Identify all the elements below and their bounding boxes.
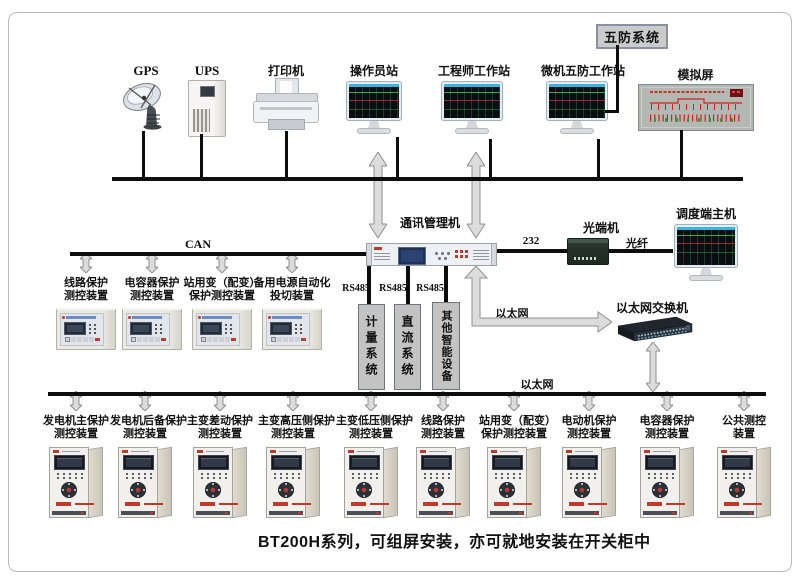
monitor-screen — [549, 84, 605, 118]
optical-device-label: 光端机 — [582, 221, 619, 235]
printer-unit: 打印机 — [250, 64, 322, 130]
ethernet-l-arrow — [462, 266, 612, 336]
wufang-workstation-label: 微机五防工作站 — [541, 64, 626, 78]
monitor-frame — [441, 81, 503, 121]
ethernet-switch-label: 以太网交换机 — [615, 301, 688, 315]
monitor-screen — [677, 227, 735, 265]
other-smart-devices-box: 其他智能设备 — [432, 302, 460, 390]
operator-drop-line — [396, 137, 399, 179]
device-red-buttons — [455, 250, 458, 253]
monitor-neck — [700, 268, 712, 275]
diagram-caption: BT200H系列，可组屏安装，亦可就地安装在开关柜中 — [258, 534, 651, 551]
engineer-station-label: 工程师工作站 — [438, 64, 511, 78]
rs485-line — [406, 266, 410, 305]
device-text-lines — [473, 250, 489, 251]
metering-system-box: 计量系统 — [358, 304, 385, 390]
switch-to-bus-arrow — [646, 342, 660, 392]
mimic-panel-label: 模拟屏 — [677, 68, 714, 82]
gps-unit: GPS — [114, 64, 178, 135]
operator-station-unit: 操作员站 — [344, 64, 404, 134]
rs485-label: RS485 — [416, 283, 444, 294]
wufang-connector-vertical — [616, 45, 619, 113]
fiber-label: 光纤 — [626, 238, 648, 250]
rs485-line — [367, 266, 371, 305]
can-bus — [70, 252, 366, 256]
diagram-border-frame — [8, 12, 792, 572]
rack-ear — [367, 244, 372, 265]
rs485-line — [444, 266, 448, 304]
monitor-base — [689, 275, 723, 281]
printer-label: 打印机 — [267, 64, 304, 78]
dispatch-host-label: 调度端主机 — [675, 207, 736, 221]
rs485-label: RS485 — [379, 283, 407, 294]
mimic-panel-icon — [637, 84, 754, 131]
ethernet-bottom-label: 以太网 — [520, 379, 554, 391]
mimic-panel-unit: 模拟屏 — [637, 68, 754, 136]
mimic-drop-line — [680, 130, 683, 179]
wufang-system-box: 五防系统 — [596, 24, 668, 49]
ups-drop-line — [200, 134, 203, 179]
can-bus-label: CAN — [185, 237, 211, 251]
device-lcd — [398, 247, 426, 265]
monitor-base — [455, 128, 489, 134]
engineer-drop-line — [489, 139, 492, 179]
operator-station-monitor — [346, 81, 402, 134]
wufang-connector-horizontal — [605, 110, 619, 113]
bottom-ethernet-bus — [48, 392, 766, 396]
monitor-frame — [346, 81, 402, 121]
rack-ear — [491, 244, 496, 265]
operator-station-label: 操作员站 — [349, 64, 398, 78]
device-text-lines — [374, 253, 390, 254]
wufang-workstation-monitor — [546, 81, 608, 134]
fiber-line — [607, 249, 673, 253]
comm-manager-device — [366, 243, 497, 266]
device-logo — [374, 247, 382, 250]
wufang-workstation-unit: 微机五防工作站 — [541, 64, 626, 134]
monitor-base — [560, 128, 594, 134]
monitor-frame — [674, 224, 738, 268]
bus-to-comm-arrow — [369, 152, 387, 238]
bus-to-comm-arrow — [467, 152, 485, 238]
printer-tray — [268, 119, 305, 130]
device-buttons — [435, 252, 438, 255]
ups-cabinet-icon — [188, 80, 226, 137]
ethernet-switch-device — [616, 316, 694, 342]
dispatch-host-monitor — [674, 224, 738, 281]
monitor-screen — [444, 84, 500, 118]
gps-drop-line — [142, 131, 145, 179]
printer-drop-line — [285, 131, 288, 179]
engineer-station-monitor — [441, 81, 503, 134]
monitor-base — [357, 128, 391, 134]
wufang-ws-drop-line — [597, 139, 600, 179]
rs485-label: RS485 — [342, 283, 370, 294]
top-network-bus — [112, 177, 743, 181]
monitor-neck — [466, 121, 478, 128]
monitor-neck — [571, 121, 583, 128]
comm-manager-label: 通讯管理机 — [399, 216, 460, 230]
optical-transceiver-device — [567, 238, 609, 265]
gps-dish-icon — [123, 83, 162, 130]
gps-label: GPS — [133, 63, 159, 78]
monitor-screen — [349, 84, 399, 118]
serial-232-label: 232 — [522, 235, 540, 247]
dc-system-box: 直流系统 — [394, 304, 421, 390]
monitor-frame — [546, 81, 608, 121]
ups-unit: UPS — [180, 64, 234, 137]
serial-232-line — [497, 249, 567, 253]
engineer-station-unit: 工程师工作站 — [438, 64, 511, 134]
monitor-neck — [368, 121, 380, 128]
ethernet-mid-label: 以太网 — [495, 308, 529, 320]
ups-label: UPS — [194, 63, 220, 78]
printer-icon — [253, 78, 319, 130]
